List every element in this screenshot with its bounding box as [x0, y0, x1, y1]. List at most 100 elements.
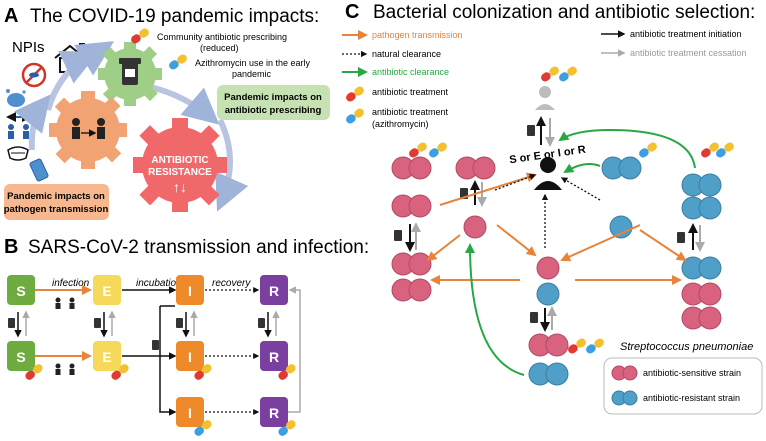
resistant-strain-inner-mid	[609, 215, 633, 239]
resistance-arrows: ↑↓	[173, 179, 187, 195]
strain-legend-box	[603, 357, 763, 415]
legend-natural: natural clearance	[372, 49, 441, 59]
legend-azithro-line1: antibiotic treatment	[372, 107, 449, 117]
azithro-capsule-icon	[716, 142, 734, 158]
label-recovery: recovery	[212, 278, 251, 289]
capsule-icon	[568, 338, 586, 354]
capsule-icon	[131, 28, 149, 44]
state-e-untreated	[93, 275, 121, 305]
cycle-arrow-top	[74, 41, 115, 76]
panel-c-letter: C	[345, 1, 359, 23]
prescribing-gear	[98, 42, 162, 106]
prescribing-box-line1: Pandemic impacts on	[224, 92, 322, 103]
resistance-label-1: ANTIBIOTIC	[151, 155, 208, 166]
legend-cessation: antibiotic treatment cessation	[630, 48, 747, 58]
resistance-gear: ANTIBIOTIC RESISTANCE ↑↓	[133, 118, 227, 212]
cycle-arrow-right	[149, 84, 220, 125]
central-person-icon	[534, 157, 562, 190]
phone-tracing-icon	[29, 158, 49, 182]
panel-a-letter: A	[4, 5, 18, 27]
capsule-icon	[111, 364, 129, 380]
sensitive-strain-top-left	[391, 156, 432, 180]
sensitive-strain-inner-mid	[463, 215, 487, 239]
transmission-gear	[49, 91, 127, 169]
resistant-strain-bottom-center	[528, 362, 569, 386]
panel-b-title: SARS-CoV-2 transmission and infection:	[28, 237, 369, 258]
state-s-label: S	[16, 283, 25, 299]
legend-azithro-line2: (azithromycin)	[372, 119, 429, 129]
community-prescribing-line1: Community antibiotic prescribing	[157, 32, 287, 42]
resistant-strain-right-low	[681, 256, 722, 280]
pill-bottle-icon	[394, 188, 685, 323]
azithro-line1: Azithromycin use in the early	[195, 58, 311, 68]
state-e-treated-label: E	[102, 349, 111, 365]
azithro-capsule-icon	[346, 108, 364, 124]
state-r-treated-label: R	[269, 349, 279, 365]
state-r-label: R	[269, 283, 279, 299]
capsule-icon	[194, 364, 212, 380]
panel-b: B SARS-CoV-2 transmission and infection:…	[4, 236, 369, 436]
sensitive-strain-mid-left	[391, 194, 432, 218]
sensitive-strain-center	[536, 256, 560, 280]
sensitive-strain-bottom-left	[391, 278, 432, 302]
state-s-treated-label: S	[16, 349, 25, 365]
resistant-strain-legend-icon	[611, 390, 638, 406]
capsule-icon	[409, 142, 427, 158]
state-r-azithro-label: R	[269, 405, 279, 421]
state-i-label: I	[188, 283, 192, 299]
legend-antibiotic-clearance: antibiotic clearance	[372, 67, 449, 77]
state-i-treated-label: I	[188, 349, 192, 365]
resistant-strain-right-mid	[681, 196, 722, 220]
azithro-capsule-icon	[429, 142, 447, 158]
sensitive-strain-legend-icon	[611, 365, 638, 381]
state-i-azithro	[176, 397, 204, 427]
state-r-untreated	[260, 275, 288, 305]
cycle-arrow-loop	[215, 118, 249, 212]
capsule-icon	[701, 142, 719, 158]
panel-c: C Bacterial colonization and antibiotic …	[342, 1, 763, 415]
panel-b-letter: B	[4, 236, 18, 258]
state-i-treated	[176, 341, 204, 371]
transmission-box-line1: Pandemic impacts on	[7, 191, 105, 202]
resistant-strain-inner-top	[601, 156, 642, 180]
sensitive-strain-below-center	[528, 333, 569, 357]
azithro-capsule-icon	[559, 66, 577, 82]
transmission-box-line2: pathogen transmission	[4, 204, 109, 215]
panel-c-title: Bacterial colonization and antibiotic se…	[373, 2, 755, 23]
gray-person-icon	[535, 86, 555, 110]
state-s-untreated	[7, 275, 35, 305]
legend-initiation: antibiotic treatment initiation	[630, 29, 742, 39]
azithro-capsule-icon	[194, 420, 212, 436]
pill-bottle-icon	[527, 125, 535, 136]
state-r-azithro	[260, 397, 288, 427]
azithro-line2: pandemic	[232, 69, 272, 79]
community-prescribing-line2: (reduced)	[200, 43, 239, 53]
panel-a: A The COVID-19 pandemic impacts: NPIs	[4, 5, 330, 220]
capsule-icon	[346, 86, 364, 102]
azithro-capsule-icon	[169, 54, 187, 70]
person-icon	[72, 118, 80, 126]
sensitive-strain-right-bottom	[681, 282, 722, 306]
pill-bottle-icon	[8, 318, 265, 350]
prescribing-box-line2: antibiotic prescribing	[225, 105, 322, 116]
distancing-icon	[6, 112, 32, 139]
resistant-strain-center	[536, 282, 560, 306]
capsule-icon	[25, 364, 43, 380]
state-e-treated	[93, 341, 121, 371]
azithro-capsule-icon	[586, 338, 604, 354]
strain-resistant-label: antibiotic-resistant strain	[643, 393, 740, 403]
infection-person-icon	[55, 297, 75, 375]
capsule-icon	[541, 66, 559, 82]
label-incubation: incubation	[136, 278, 182, 289]
sensitive-strain-right-bottom2	[681, 306, 722, 330]
prescribing-box	[217, 85, 330, 120]
panel-a-title: The COVID-19 pandemic impacts:	[30, 6, 319, 27]
resistance-label-2: RESISTANCE	[148, 167, 212, 178]
legend-treatment: antibiotic treatment	[372, 87, 449, 97]
strain-sensitive-label: antibiotic-sensitive strain	[643, 368, 741, 378]
transmission-box	[4, 184, 109, 220]
sensitive-strain-inner-top	[455, 156, 496, 180]
azithro-capsule-icon	[639, 142, 657, 158]
state-r-treated	[260, 341, 288, 371]
label-infection: infection	[52, 278, 90, 289]
